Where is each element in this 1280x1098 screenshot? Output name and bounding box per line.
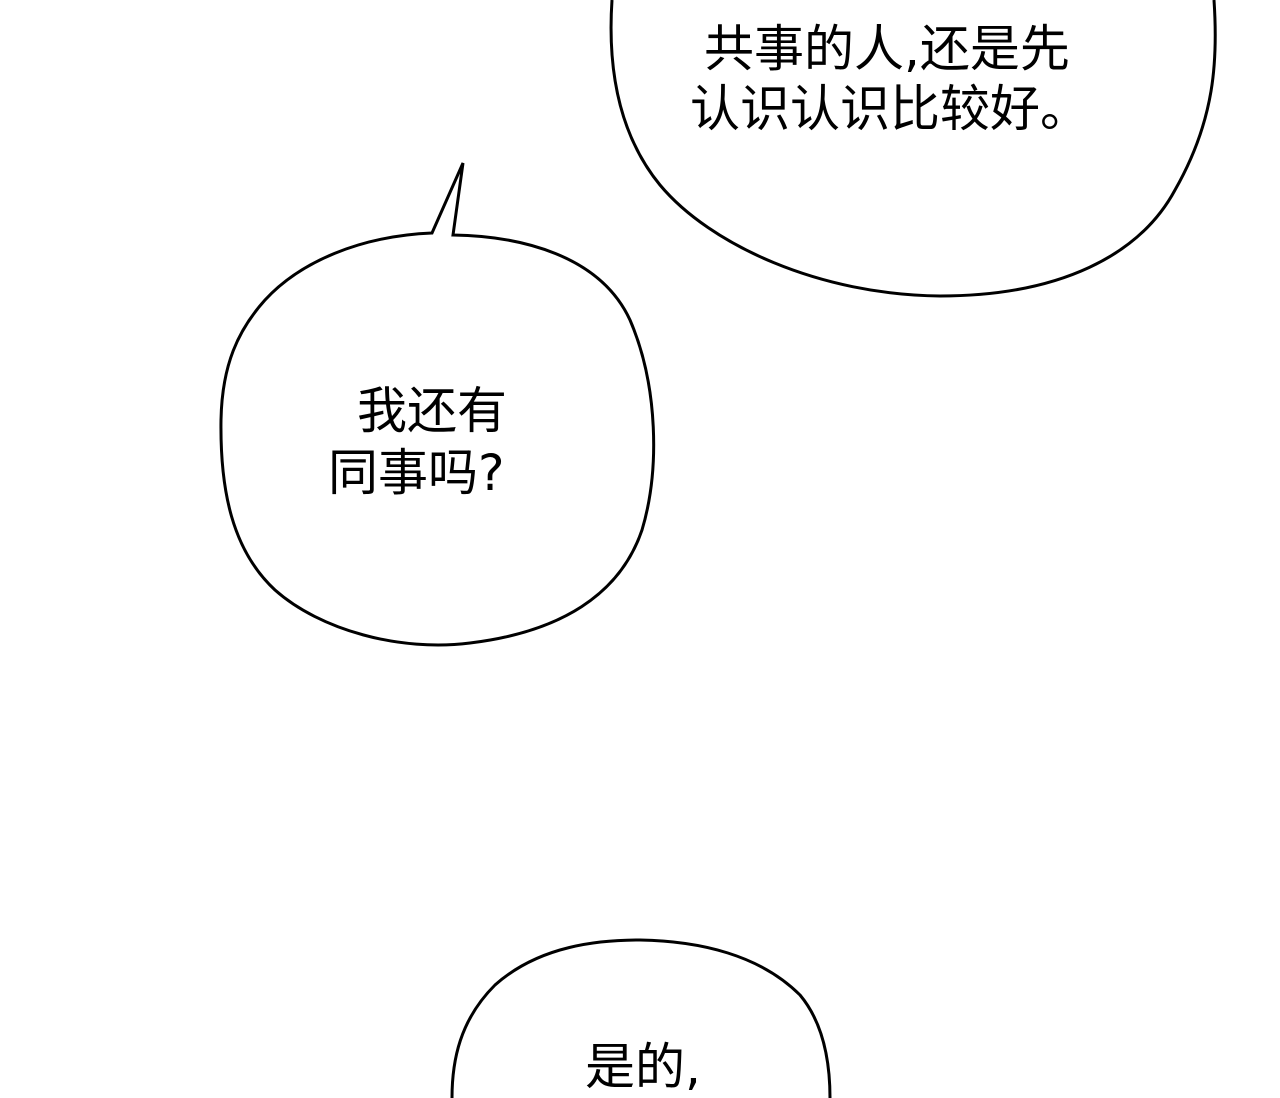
speech-text-top-line-2: 认识认识比较好。 — [690, 80, 1090, 138]
speech-bubble-bottom — [450, 938, 832, 1098]
speech-text-top-line-1: 共事的人,还是先 — [704, 20, 1070, 78]
speech-bubble-top — [609, 0, 1217, 298]
speech-text-bottom-line-1: 是的, — [585, 1038, 701, 1096]
speech-text-middle-line-1: 我还有 — [357, 382, 507, 440]
speech-text-middle-line-2: 同事吗? — [328, 444, 505, 502]
speech-bubble-middle — [219, 162, 656, 647]
